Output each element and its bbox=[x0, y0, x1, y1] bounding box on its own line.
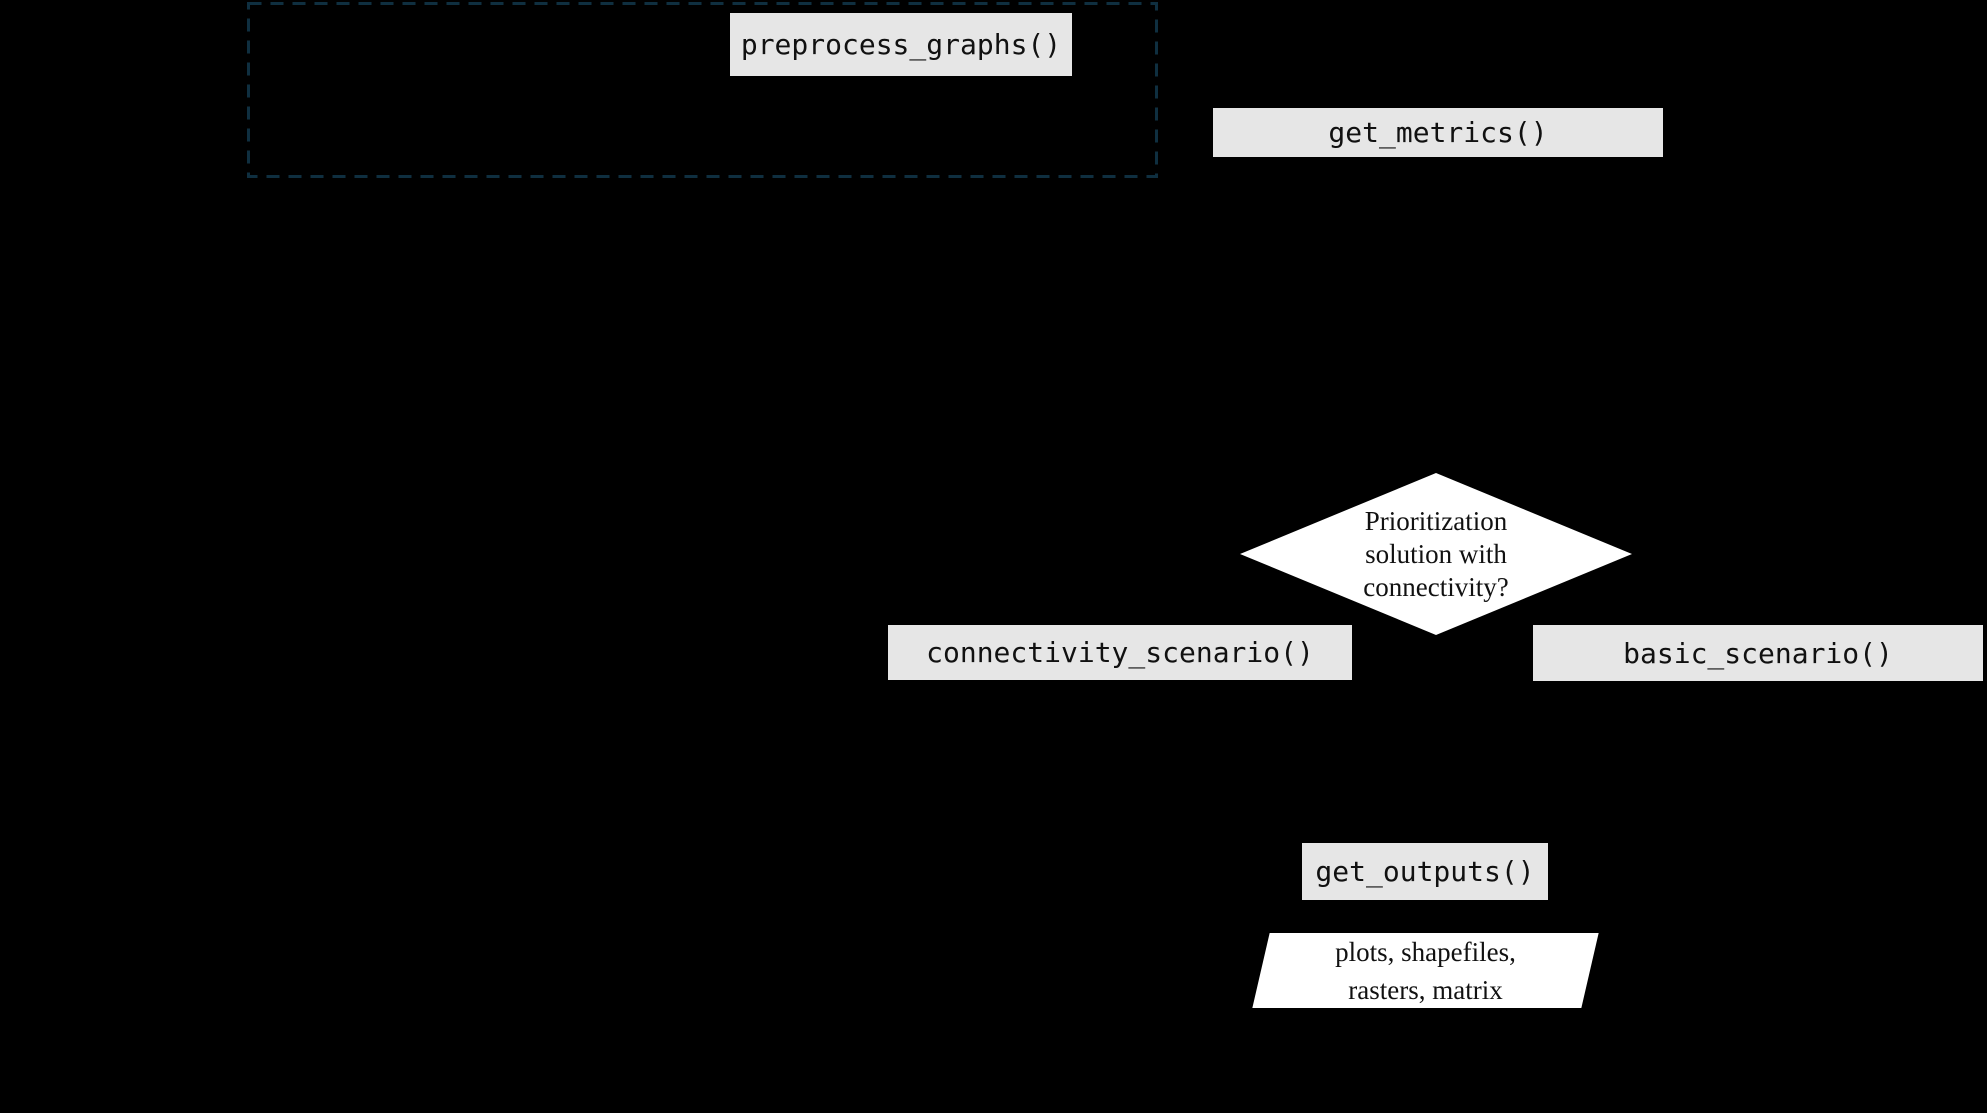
decision-diamond-text: Prioritization solution with connectivit… bbox=[1240, 473, 1632, 635]
outputs-parallelogram-text: plots, shapefiles, rasters, matrix bbox=[1261, 933, 1590, 1008]
dashed-group-outline bbox=[247, 2, 1158, 178]
outputs-line-1: plots, shapefiles, bbox=[1335, 936, 1516, 967]
node-get-outputs: get_outputs() bbox=[1302, 843, 1548, 900]
node-connectivity-scenario-label: connectivity_scenario() bbox=[926, 636, 1314, 669]
node-basic-scenario-label: basic_scenario() bbox=[1623, 636, 1893, 670]
node-decision-diamond: Prioritization solution with connectivit… bbox=[1240, 473, 1632, 635]
dashed-rect bbox=[247, 2, 1158, 178]
decision-line-3: connectivity? bbox=[1363, 571, 1509, 602]
node-get-outputs-label: get_outputs() bbox=[1315, 855, 1535, 888]
node-preprocess-graphs-label: preprocess_graphs() bbox=[740, 28, 1062, 61]
decision-line-2: solution with bbox=[1365, 538, 1507, 569]
decision-line-1: Prioritization bbox=[1364, 505, 1508, 536]
node-preprocess-graphs: preprocess_graphs() bbox=[730, 13, 1072, 76]
outputs-line-2: rasters, matrix bbox=[1348, 974, 1503, 1005]
node-get-metrics-label: get_metrics() bbox=[1328, 116, 1548, 149]
node-connectivity-scenario: connectivity_scenario() bbox=[888, 625, 1352, 680]
node-basic-scenario: basic_scenario() bbox=[1533, 625, 1983, 681]
node-get-metrics: get_metrics() bbox=[1213, 108, 1663, 157]
node-outputs-parallelogram: plots, shapefiles, rasters, matrix bbox=[1252, 933, 1599, 1008]
